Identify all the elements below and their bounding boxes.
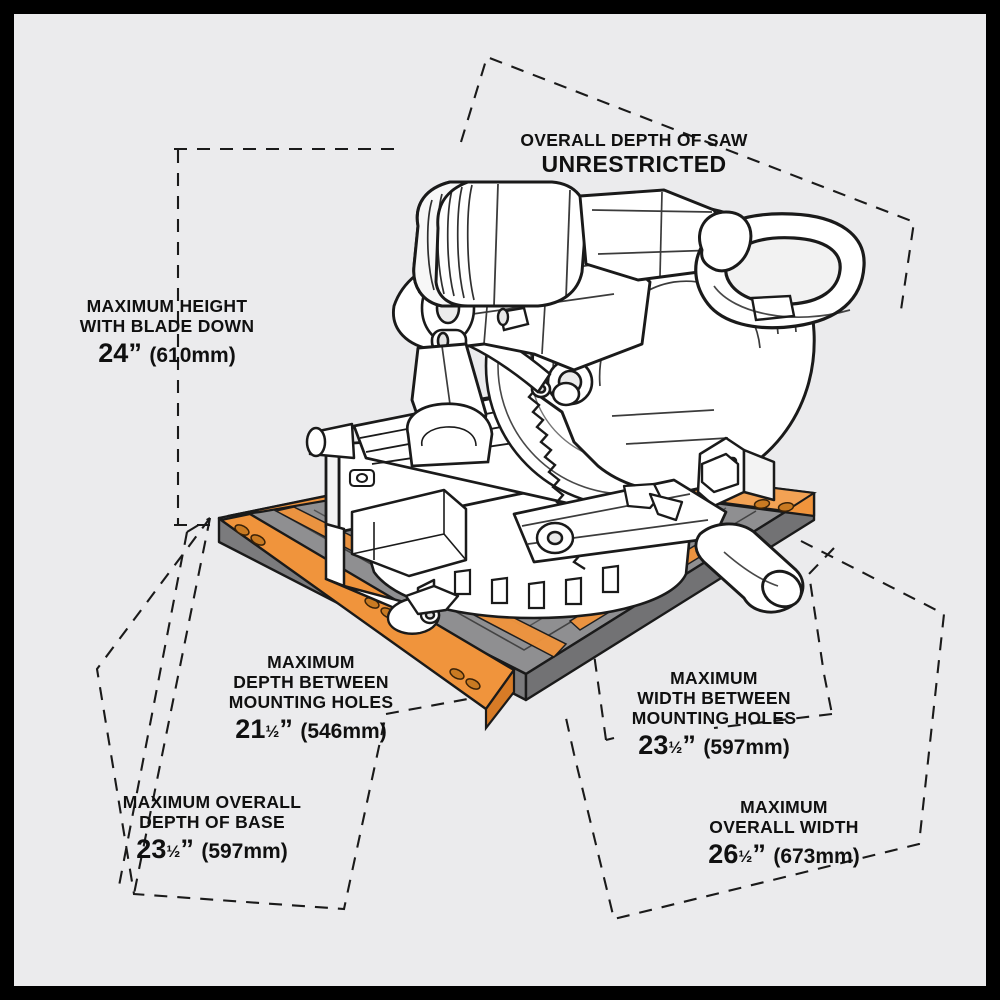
callout-height-value: 24” (610mm)	[98, 337, 236, 368]
motor-housing	[412, 180, 588, 308]
leader-width-between-holes-c	[572, 579, 608, 741]
callout-dbh-line1: MAXIMUM	[267, 652, 355, 672]
callout-overall-depth-of-saw: OVERALL DEPTH OF SAW UNRESTRICTED	[494, 130, 774, 177]
callout-dbh-line2: DEPTH BETWEEN	[233, 671, 389, 692]
leader-depth-between-holes-2	[117, 531, 189, 887]
slide-lock-knob	[535, 521, 575, 555]
rear-right-bracket	[700, 452, 740, 494]
leader-overall-depth-of-base	[95, 517, 388, 911]
callout-overall-depth-of-base: MAXIMUM OVERALL DEPTH OF BASE 23½” (597m…	[62, 792, 362, 865]
callout-wbh-line1: MAXIMUM	[670, 668, 758, 688]
leader-overall-width-b	[564, 717, 576, 755]
callout-height-line1: MAXIMUM HEIGHT	[86, 296, 248, 316]
callout-ow-line1: MAXIMUM	[740, 797, 828, 817]
leader-width-between-holes-b	[605, 712, 833, 742]
callout-height-line2: WITH BLADE DOWN	[79, 315, 255, 336]
callout-depth-value: UNRESTRICTED	[541, 150, 727, 177]
leader-depth-between-holes	[132, 517, 212, 895]
callout-odb-line1: MAXIMUM OVERALL	[122, 792, 302, 812]
slide-rail-end	[305, 422, 356, 460]
callout-odb-line2: DEPTH OF BASE	[139, 811, 285, 832]
callout-maximum-height: MAXIMUM HEIGHT WITH BLADE DOWN 24” (610m…	[22, 296, 312, 369]
arm-pin	[496, 306, 530, 332]
motor-vents	[426, 184, 475, 301]
leader-overall-width	[572, 540, 946, 921]
callout-ow-value: 26½” (673mm)	[708, 838, 860, 869]
callout-wbh-line2: WIDTH BETWEEN	[637, 687, 791, 708]
callout-wbh-value: 23½” (597mm)	[638, 729, 790, 760]
kerf-slots	[453, 564, 620, 610]
dimension-lines-layer	[95, 55, 946, 921]
callout-width-between-mounting-holes: MAXIMUM WIDTH BETWEEN MOUNTING HOLES 23½…	[569, 668, 859, 761]
arbor-hub	[530, 358, 594, 407]
callout-overall-width: MAXIMUM OVERALL WIDTH 26½” (673mm)	[639, 797, 929, 870]
callout-wbh-line3: MOUNTING HOLES	[631, 707, 797, 728]
leader-overall-depth-of-base-inner	[385, 694, 485, 716]
callout-odb-value: 23½” (597mm)	[136, 833, 288, 864]
callout-depth-line1: OVERALL DEPTH OF SAW	[520, 130, 748, 150]
callout-dbh-line3: MOUNTING HOLES	[228, 691, 394, 712]
callout-ow-line2: OVERALL WIDTH	[709, 816, 859, 837]
handle-strap	[698, 210, 753, 273]
diagram-canvas: OVERALL DEPTH OF SAW UNRESTRICTED MAXIMU…	[14, 14, 986, 986]
bevel-pivot	[405, 402, 494, 468]
miter-saw-illustration	[217, 180, 866, 732]
bevel-handle	[694, 522, 805, 614]
fence-clamp	[348, 468, 376, 488]
detent-lever	[622, 482, 684, 522]
callout-depth-between-mounting-holes: MAXIMUM DEPTH BETWEEN MOUNTING HOLES 21½…	[166, 652, 456, 745]
callout-dbh-value: 21½” (546mm)	[235, 713, 387, 744]
bevel-lock-knob	[386, 584, 460, 635]
